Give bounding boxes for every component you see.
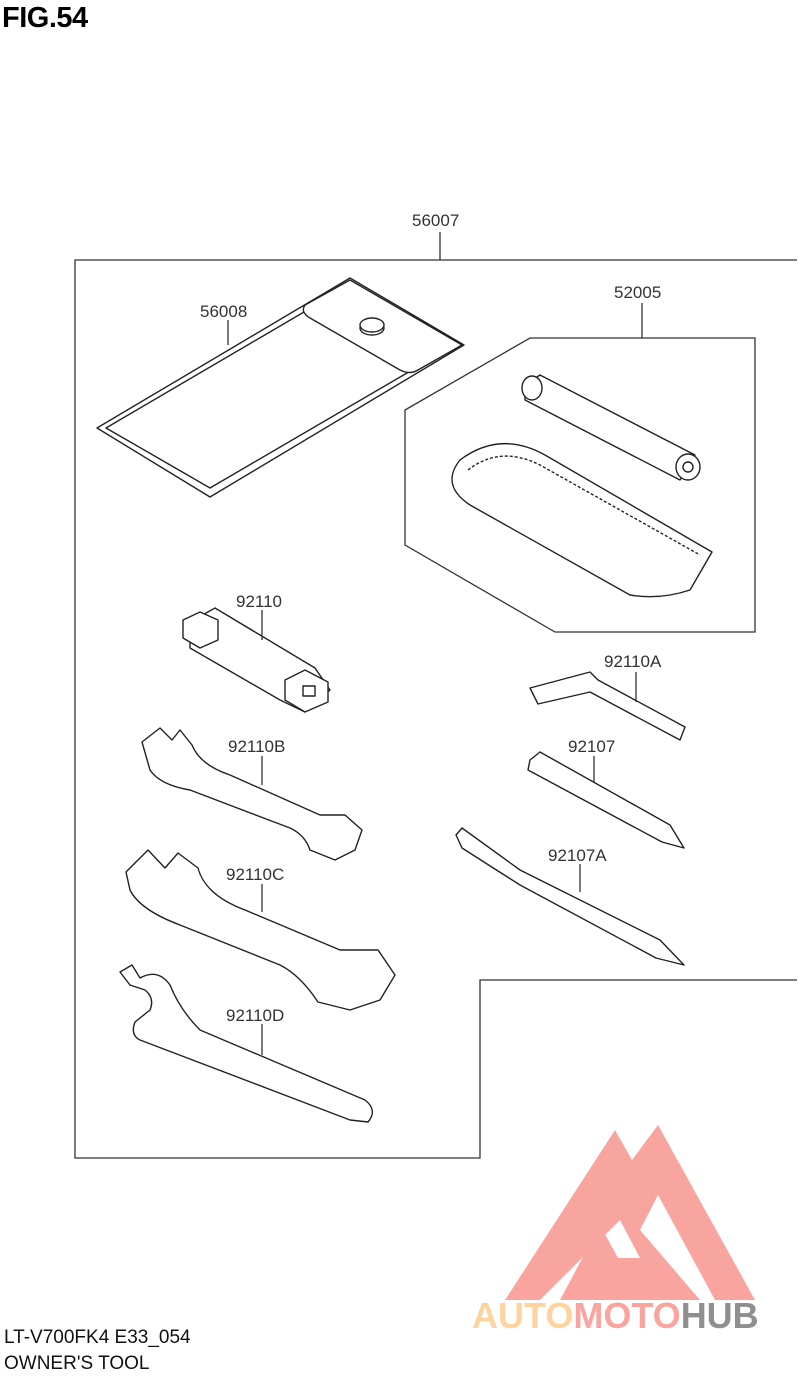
label-52005[interactable]: 52005 [614, 283, 661, 302]
logo-mark [505, 1125, 755, 1300]
figure-title: FIG.54 [2, 2, 88, 34]
label-92107a[interactable]: 92107A [548, 846, 607, 865]
model-code: LT-V700FK4 E33_054 [4, 1327, 191, 1348]
watermark-logo: AUTOMOTOHUB [472, 1125, 759, 1336]
kit-outline [74, 259, 797, 1159]
wrench-b[interactable] [141, 727, 363, 861]
wrench-c[interactable] [125, 849, 396, 1011]
screwdriver-handle[interactable] [455, 827, 685, 966]
label-92107[interactable]: 92107 [568, 737, 615, 756]
box-wrench[interactable] [182, 607, 331, 713]
label-56008[interactable]: 56008 [200, 302, 247, 321]
screwdriver[interactable] [527, 751, 685, 849]
tool-bag[interactable] [96, 277, 465, 498]
pump-pouch[interactable] [451, 443, 713, 598]
logo-text: AUTOMOTOHUB [472, 1295, 759, 1336]
label-92110d[interactable]: 92110D [226, 1006, 284, 1025]
label-92110c[interactable]: 92110C [226, 865, 284, 884]
label-92110a[interactable]: 92110A [604, 652, 662, 671]
label-56007[interactable]: 56007 [412, 211, 459, 230]
pump-set-outline [404, 337, 756, 633]
hex-key[interactable] [529, 671, 686, 741]
figure-caption: OWNER'S TOOL [4, 1353, 150, 1374]
spanner-d[interactable] [119, 964, 373, 1123]
label-92110[interactable]: 92110 [236, 592, 282, 611]
pump[interactable] [521, 374, 701, 481]
label-92110b[interactable]: 92110B [228, 737, 285, 756]
